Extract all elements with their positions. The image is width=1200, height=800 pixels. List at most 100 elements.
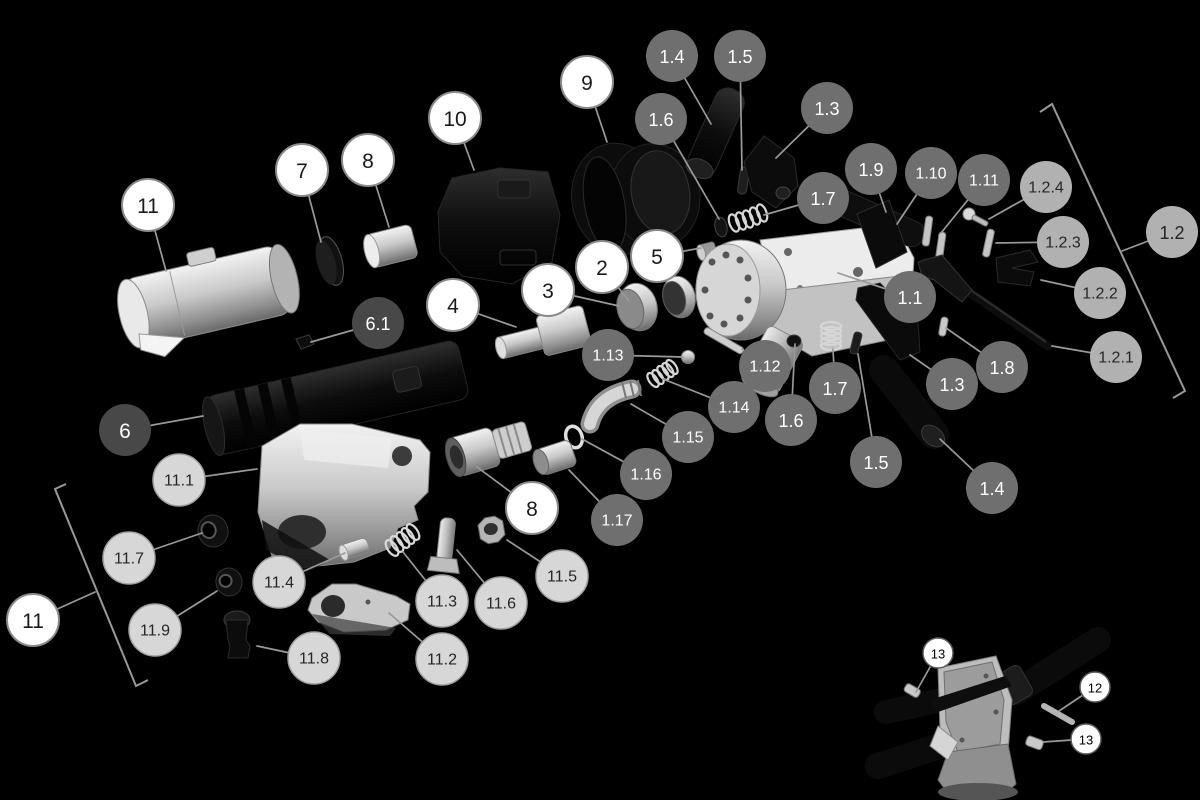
callout-balloon[interactable] — [714, 30, 766, 82]
callout-balloon[interactable] — [635, 93, 687, 145]
callout-1.5-25[interactable]: 1.5 — [850, 436, 902, 488]
callout-balloon[interactable] — [966, 462, 1018, 514]
callout-balloon[interactable] — [426, 278, 480, 332]
callout-balloon[interactable] — [922, 637, 954, 669]
callout-balloon[interactable] — [845, 143, 897, 195]
callout-1.3-23[interactable]: 1.3 — [926, 358, 978, 410]
callout-balloon[interactable] — [797, 172, 849, 224]
callout-balloon[interactable] — [102, 531, 156, 585]
callout-balloon[interactable] — [765, 394, 817, 446]
callout-1.9-18[interactable]: 1.9 — [845, 143, 897, 195]
callout-balloon[interactable] — [905, 147, 957, 199]
callout-balloon[interactable] — [275, 143, 329, 197]
callout-1.16-31[interactable]: 1.16 — [620, 448, 672, 500]
callout-1.3-16[interactable]: 1.3 — [801, 82, 853, 134]
callout-balloon[interactable] — [121, 178, 175, 232]
callout-4-8[interactable]: 4 — [426, 278, 480, 332]
callout-balloon[interactable] — [287, 631, 341, 685]
callout-12-49[interactable]: 12 — [1079, 671, 1111, 703]
callout-balloon[interactable] — [1079, 671, 1111, 703]
callout-11.5-46[interactable]: 11.5 — [535, 549, 589, 603]
callout-1.2.2-37[interactable]: 1.2.2 — [1074, 267, 1126, 319]
callout-balloon[interactable] — [415, 632, 469, 686]
callout-1.11-20[interactable]: 1.11 — [958, 154, 1010, 206]
callout-balloon[interactable] — [850, 436, 902, 488]
callout-balloon[interactable] — [739, 340, 791, 392]
callout-2-5[interactable]: 2 — [575, 240, 629, 294]
callout-1.2.4-34[interactable]: 1.2.4 — [1020, 161, 1072, 213]
callout-5-7[interactable]: 5 — [630, 229, 684, 283]
callout-1.1-21[interactable]: 1.1 — [884, 271, 936, 323]
callout-1.17-32[interactable]: 1.17 — [591, 494, 643, 546]
callout-1.2.3-35[interactable]: 1.2.3 — [1037, 216, 1089, 268]
callout-7-1[interactable]: 7 — [275, 143, 329, 197]
callout-11.3-44[interactable]: 11.3 — [415, 574, 469, 628]
callout-balloon[interactable] — [415, 574, 469, 628]
callout-balloon[interactable] — [128, 603, 182, 657]
callout-balloon[interactable] — [976, 341, 1028, 393]
callout-13-48[interactable]: 13 — [922, 637, 954, 669]
callout-balloon[interactable] — [958, 154, 1010, 206]
callout-balloon[interactable] — [708, 381, 760, 433]
callout-balloon[interactable] — [428, 91, 482, 145]
callout-balloon[interactable] — [521, 263, 575, 317]
callout-balloon[interactable] — [99, 404, 151, 456]
callout-balloon[interactable] — [630, 229, 684, 283]
callout-balloon[interactable] — [252, 555, 306, 609]
callout-9-4[interactable]: 9 — [560, 55, 614, 109]
callout-6.1-11[interactable]: 6.1 — [352, 297, 404, 349]
callout-balloon[interactable] — [801, 82, 853, 134]
callout-1.8-22[interactable]: 1.8 — [976, 341, 1028, 393]
callout-balloon[interactable] — [884, 271, 936, 323]
callout-balloon[interactable] — [6, 593, 60, 647]
callout-1.6-33[interactable]: 1.6 — [765, 394, 817, 446]
callout-balloon[interactable] — [535, 549, 589, 603]
callout-1.7-17[interactable]: 1.7 — [797, 172, 849, 224]
callout-balloon[interactable] — [1070, 723, 1102, 755]
callout-1.4-13[interactable]: 1.4 — [646, 30, 698, 82]
callout-balloon[interactable] — [341, 133, 395, 187]
callout-balloon[interactable] — [1020, 161, 1072, 213]
callout-balloon[interactable] — [646, 30, 698, 82]
callout-balloon[interactable] — [505, 481, 559, 535]
callout-1.13-28[interactable]: 1.13 — [582, 329, 634, 381]
callout-1.5-14[interactable]: 1.5 — [714, 30, 766, 82]
callout-11.2-47[interactable]: 11.2 — [415, 632, 469, 686]
callout-balloon[interactable] — [575, 240, 629, 294]
callout-3-6[interactable]: 3 — [521, 263, 575, 317]
callout-11.1-39[interactable]: 11.1 — [152, 453, 206, 507]
callout-1.10-19[interactable]: 1.10 — [905, 147, 957, 199]
callout-balloon[interactable] — [1074, 267, 1126, 319]
callout-11.6-45[interactable]: 11.6 — [474, 576, 528, 630]
callout-8-9[interactable]: 8 — [505, 481, 559, 535]
callout-1.6-15[interactable]: 1.6 — [635, 93, 687, 145]
callout-balloon[interactable] — [582, 329, 634, 381]
callout-balloon[interactable] — [809, 362, 861, 414]
callout-1.12-27[interactable]: 1.12 — [739, 340, 791, 392]
callout-balloon[interactable] — [560, 55, 614, 109]
callout-balloon[interactable] — [1090, 331, 1142, 383]
callout-balloon[interactable] — [1037, 216, 1089, 268]
callout-11-0[interactable]: 11 — [121, 178, 175, 232]
callout-balloon[interactable] — [474, 576, 528, 630]
callout-8-2[interactable]: 8 — [341, 133, 395, 187]
callout-balloon[interactable] — [662, 411, 714, 463]
callout-1.14-29[interactable]: 1.14 — [708, 381, 760, 433]
callout-balloon[interactable] — [591, 494, 643, 546]
callout-11.9-41[interactable]: 11.9 — [128, 603, 182, 657]
callout-11.4-42[interactable]: 11.4 — [252, 555, 306, 609]
callout-balloon[interactable] — [152, 453, 206, 507]
callout-balloon[interactable] — [926, 358, 978, 410]
callout-1.7-24[interactable]: 1.7 — [809, 362, 861, 414]
callout-1.2.1-38[interactable]: 1.2.1 — [1090, 331, 1142, 383]
callout-1.4-26[interactable]: 1.4 — [966, 462, 1018, 514]
callout-balloon[interactable] — [620, 448, 672, 500]
callout-11.8-43[interactable]: 11.8 — [287, 631, 341, 685]
callout-6-12[interactable]: 6 — [99, 404, 151, 456]
callout-13-50[interactable]: 13 — [1070, 723, 1102, 755]
callout-1.15-30[interactable]: 1.15 — [662, 411, 714, 463]
callout-11.7-40[interactable]: 11.7 — [102, 531, 156, 585]
callout-balloon[interactable] — [1146, 206, 1198, 258]
callout-10-3[interactable]: 10 — [428, 91, 482, 145]
callout-balloon[interactable] — [352, 297, 404, 349]
